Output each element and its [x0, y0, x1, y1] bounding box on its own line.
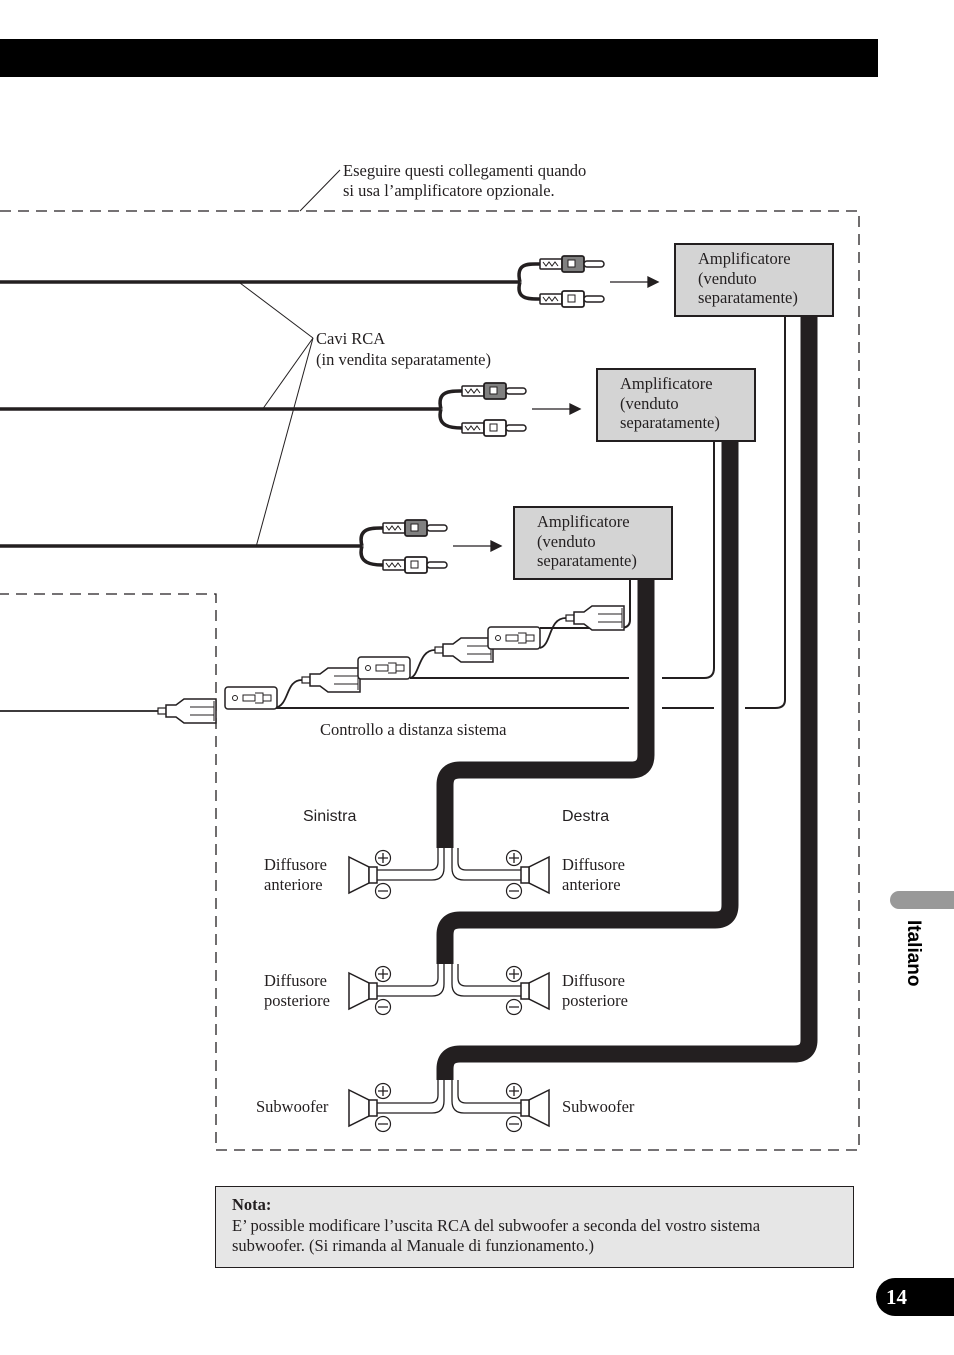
language-tab-label: Italiano: [903, 920, 924, 987]
rear-left-speaker-label: Diffusore posteriore: [264, 971, 330, 1010]
arrows: [453, 275, 660, 553]
rear-right-speaker-line1: Diffusore: [562, 971, 625, 990]
language-tab-marker: [890, 891, 954, 909]
optional-amp-note: Eseguire questi collegamenti quando si u…: [343, 161, 586, 200]
rca-cables: [0, 262, 541, 567]
side-right-label: Destra: [562, 808, 610, 825]
speaker-front-right-icon: [520, 856, 550, 894]
remote-female-connector-1: [301, 667, 361, 693]
amplifier-3-line3: separatamente): [537, 551, 637, 570]
amplifier-2-line2: (venduto: [620, 393, 679, 413]
amplifier-3-line1: Amplificatore: [537, 512, 630, 531]
polarity-signs: [378, 853, 519, 1125]
remote-male-connector-1: [224, 686, 278, 710]
rca-leader-lines: [239, 282, 314, 548]
rear-left-speaker-line1: Diffusore: [264, 971, 327, 990]
callout-leader-line: [299, 169, 341, 212]
subwoofer-left-icon: [348, 1089, 378, 1127]
rear-left-speaker-line2: posteriore: [264, 990, 330, 1010]
speaker-bundles: [436, 316, 818, 1080]
speaker-wires: [374, 848, 526, 1114]
amplifier-box-1: Amplificatore (venduto separatamente): [674, 243, 834, 317]
remote-male-connector-3: [487, 626, 541, 650]
rca-plug-pair-3: [382, 519, 448, 574]
polarity-markers: [374, 849, 523, 1133]
front-right-speaker-line1: Diffusore: [562, 855, 625, 874]
speaker-rear-right-icon: [520, 972, 550, 1010]
amplifier-1-line2: (venduto: [698, 268, 757, 288]
remote-female-connector-main: [157, 698, 217, 724]
remote-male-connector-2: [357, 656, 411, 680]
amplifier-1-line1: Amplificatore: [698, 249, 791, 268]
front-right-speaker-line2: anteriore: [562, 874, 621, 894]
rca-plug-pair-1: [539, 255, 605, 308]
remote-female-connector-2: [434, 637, 494, 663]
note-title: Nota:: [232, 1195, 272, 1214]
rca-cables-label: Cavi RCA (in vendita separatamente): [316, 328, 491, 370]
remote-female-connector-3: [565, 605, 625, 631]
page-number: 14: [876, 1278, 954, 1316]
rca-plug-pair-2: [461, 382, 527, 437]
subwoofer-right-icon: [520, 1089, 550, 1127]
rca-cables-label-line1: Cavi RCA: [316, 329, 386, 348]
optional-amp-note-line1: Eseguire questi collegamenti quando: [343, 161, 587, 180]
language-tab: Italiano: [894, 920, 930, 1010]
note-line2: subwoofer. (Si rimanda al Manuale di fun…: [232, 1236, 594, 1255]
optional-amp-region-outline: [0, 210, 860, 1151]
front-left-speaker-line2: anteriore: [264, 874, 323, 894]
front-right-speaker-label: Diffusore anteriore: [562, 855, 625, 894]
subwoofer-left-label: Subwoofer: [256, 1097, 329, 1116]
optional-amp-note-line2: si usa l’amplificatore opzionale.: [343, 180, 555, 200]
amplifier-2-line3: separatamente): [620, 413, 720, 432]
amplifier-3-line2: (venduto: [537, 531, 596, 551]
note-line1: E’ possible modificare l’uscita RCA del …: [232, 1215, 761, 1235]
front-left-speaker-label: Diffusore anteriore: [264, 855, 327, 894]
connector-wires: [274, 617, 567, 709]
speaker-front-left-icon: [348, 856, 378, 894]
side-left-label: Sinistra: [303, 808, 357, 825]
rca-cables-label-line2: (in vendita separatamente): [316, 350, 491, 369]
amplifier-box-3: Amplificatore (venduto separatamente): [513, 506, 673, 580]
note-box: Nota: E’ possible modificare l’uscita RC…: [215, 1186, 854, 1268]
amplifier-box-2: Amplificatore (venduto separatamente): [596, 368, 756, 442]
speaker-rear-left-icon: [348, 972, 378, 1010]
header-bar: [0, 39, 878, 77]
rear-right-speaker-label: Diffusore posteriore: [562, 971, 628, 1010]
front-left-speaker-line1: Diffusore: [264, 855, 327, 874]
rear-right-speaker-line2: posteriore: [562, 990, 628, 1010]
amplifier-2-line1: Amplificatore: [620, 374, 713, 393]
subwoofer-right-label: Subwoofer: [562, 1097, 635, 1116]
amplifier-1-line3: separatamente): [698, 288, 798, 307]
remote-control-label: Controllo a distanza sistema: [320, 720, 507, 739]
